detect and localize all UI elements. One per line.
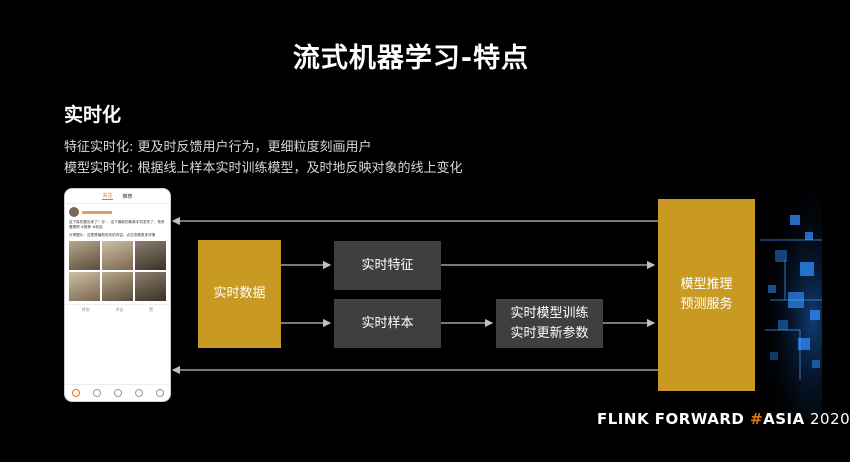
realtime-data-box: 实时数据 [198, 240, 281, 348]
inference-label-line2: 预测服务 [680, 297, 733, 312]
avatar [69, 207, 79, 217]
home-icon [71, 389, 80, 397]
phone-image-grid [65, 238, 170, 304]
slide-title: 流式机器学习-特点 [292, 43, 530, 74]
feature-realtime-line: 特征实时化: 更及时反馈用户行为，更细粒度刻画用户 [64, 140, 372, 155]
realtime-samples-box: 实时样本 [334, 299, 441, 348]
phone-image [102, 272, 133, 301]
realtime-samples-label: 实时样本 [361, 315, 414, 331]
message-icon [113, 389, 122, 397]
phone-image [102, 241, 133, 270]
phone-post-text2: 分享图片：这里是最新发布的内容，点击查看更多详情 [69, 233, 156, 237]
phone-action: 赞 [149, 307, 154, 312]
brand-hash: # [750, 410, 764, 428]
realtime-data-label: 实时数据 [213, 286, 266, 301]
realtime-training-box: 实时模型训练 实时更新参数 [496, 299, 603, 348]
notification-icon [134, 389, 143, 397]
decorative-circuit-graphic [730, 170, 822, 420]
phone-image [69, 272, 100, 301]
brand-year: 2020 [804, 410, 850, 428]
phone-tabs: 关注 推荐 [65, 189, 170, 204]
section-heading: 实时化 [64, 104, 122, 126]
training-label-line2: 实时更新参数 [510, 325, 589, 341]
model-realtime-line: 模型实时化: 根据线上样本实时训练模型，及时地反映对象的线上变化 [64, 161, 463, 176]
phone-tab-other: 推荐 [122, 193, 133, 200]
realtime-features-box: 实时特征 [334, 241, 441, 290]
realtime-features-label: 实时特征 [361, 257, 414, 273]
training-label-line1: 实时模型训练 [510, 305, 589, 321]
phone-post-actions: 转发 评论 赞 [65, 304, 170, 315]
flow-arrows [171, 216, 658, 375]
discover-icon [92, 389, 101, 397]
phone-image [69, 241, 100, 270]
phone-mockup: 关注 推荐 这下真的要出来了！@ ... 这下最新的新款手机发布了，快来看看吧 … [64, 188, 171, 402]
brand-flink-forward: FLINK FORWARD [597, 410, 751, 428]
phone-bottom-nav [65, 384, 170, 401]
phone-post-text: 这下真的要出来了！@ ... 这下最新的新款手机发布了，快来看看吧 #推荐 #新… [69, 220, 165, 229]
phone-post-header [65, 204, 170, 220]
inference-label-line1: 模型推理 [680, 277, 733, 292]
phone-tab-active: 关注 [102, 193, 113, 200]
phone-action: 评论 [115, 307, 124, 312]
brand-footer: FLINK FORWARD #ASIA 2020 [597, 410, 850, 428]
phone-user-name-bar [82, 210, 112, 214]
brand-asia: ASIA [763, 410, 805, 428]
profile-icon [155, 389, 164, 397]
phone-image [135, 241, 166, 270]
phone-image [135, 272, 166, 301]
phone-action: 转发 [81, 307, 90, 312]
